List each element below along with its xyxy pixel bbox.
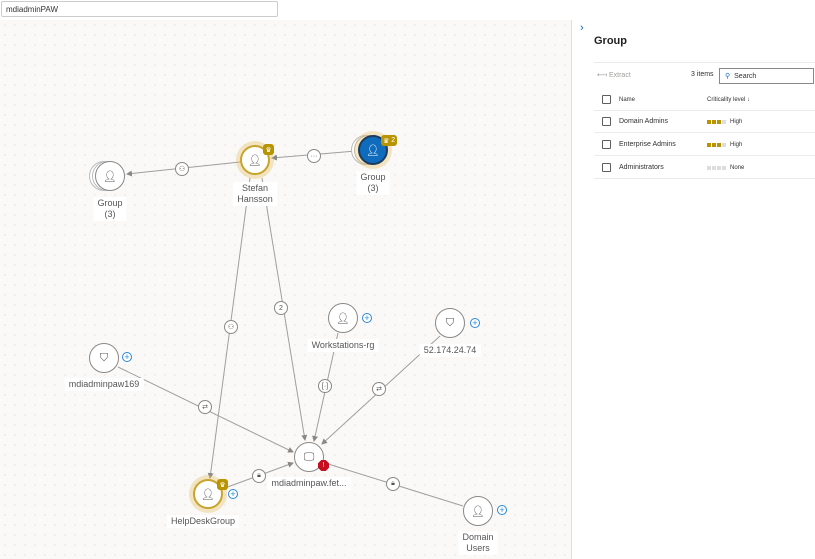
row-checkbox[interactable] [602,117,611,126]
user-icon: 👤︎ [248,154,262,167]
swap-icon[interactable]: ⇄ [372,382,386,396]
more-icon[interactable]: ··· [307,149,321,163]
row-checkbox[interactable] [602,163,611,172]
row-name[interactable]: Administrators [619,164,664,171]
group-node-left[interactable]: 👤︎ [95,161,125,191]
table-header: Name Criticality level ↓ [594,89,815,111]
swap-icon[interactable]: ⇄ [198,400,212,414]
group-node-domain-users[interactable]: 👤︎ [463,496,493,526]
chevron-right-icon[interactable]: › [580,22,584,34]
expand-icon[interactable]: + [470,318,480,328]
ip-node[interactable]: ⛉ [435,308,465,338]
crown-icon: ♛ [383,137,390,145]
node-label: HelpDeskGroup [166,515,240,528]
extract-button[interactable]: ⟻ Extract [597,72,631,79]
items-count: 3 items [691,71,714,78]
graph-canvas[interactable] [0,20,571,559]
criticality-bars [707,165,726,170]
node-label: mdiadminpaw169 [64,378,144,391]
criticality-bars [707,142,726,147]
search-icon: ⚲ [725,73,731,80]
column-criticality[interactable]: Criticality level ↓ [707,96,751,103]
group-node-workstations[interactable]: 👤︎ [328,303,358,333]
row-name[interactable]: Domain Admins [619,118,669,125]
user-icon: 👤︎ [103,170,117,183]
panel-title: Group [594,35,627,47]
node-label: mdiadminpaw.fet... [267,477,351,490]
crown-count-badge: ♛2 [381,135,398,146]
criticality: High [707,142,742,148]
row-name[interactable]: Enterprise Admins [619,141,676,148]
criticality: High [707,119,742,125]
group-membership-icon[interactable]: ⚇ [175,162,189,176]
table-row[interactable]: Enterprise Admins High [594,134,815,156]
shield-icon: ⛉ [445,316,455,329]
details-panel: › Group ⟻ Extract 3 items ⚲Search Name C… [571,20,815,559]
column-name[interactable]: Name [619,96,636,103]
extract-icon: ⟻ [597,72,609,79]
group-membership-icon[interactable]: ⚇ [224,320,238,334]
edge-count-badge[interactable]: 2 [274,301,288,315]
monitor-icon: 🖵︎ [303,450,315,463]
user-icon: 👤︎ [201,488,215,501]
node-label: Workstations-rg [307,339,379,352]
search-input[interactable]: mdiadminPAW [1,1,278,17]
expand-icon[interactable]: + [497,505,507,515]
ip-node-mdiadminpaw169[interactable]: ⛉ [89,343,119,373]
panel-search-input[interactable]: ⚲Search [719,68,814,84]
expand-icon[interactable]: + [362,313,372,323]
row-checkbox[interactable] [602,140,611,149]
crown-icon: ♛ [217,479,228,490]
node-label: 52.174.24.74 [419,344,481,357]
bracket-icon[interactable]: [·] [318,379,332,393]
top-bar: mdiadminPAW [0,0,815,20]
table-row[interactable]: Domain Admins High [594,111,815,133]
user-icon: 👤︎ [471,505,485,518]
divider [594,62,815,63]
criticality-bars [707,119,726,124]
table-row[interactable]: Administrators None [594,157,815,179]
select-all-checkbox[interactable] [602,95,611,104]
crown-icon: ♛ [263,144,274,155]
node-label: Group(3) [93,197,127,221]
user-icon: 👤︎ [336,312,350,325]
alert-icon: ! [318,460,329,471]
node-label: Group(3) [356,171,390,195]
shield-icon: ⛉ [99,351,109,364]
criticality: None [707,165,744,171]
expand-icon[interactable]: + [122,352,132,362]
expand-icon[interactable]: + [228,489,238,499]
lock-icon[interactable]: 🔒︎ [386,477,400,491]
user-icon: 👤︎ [366,144,380,157]
lock-icon[interactable]: 🔒︎ [252,469,266,483]
graph-edges [117,150,464,507]
